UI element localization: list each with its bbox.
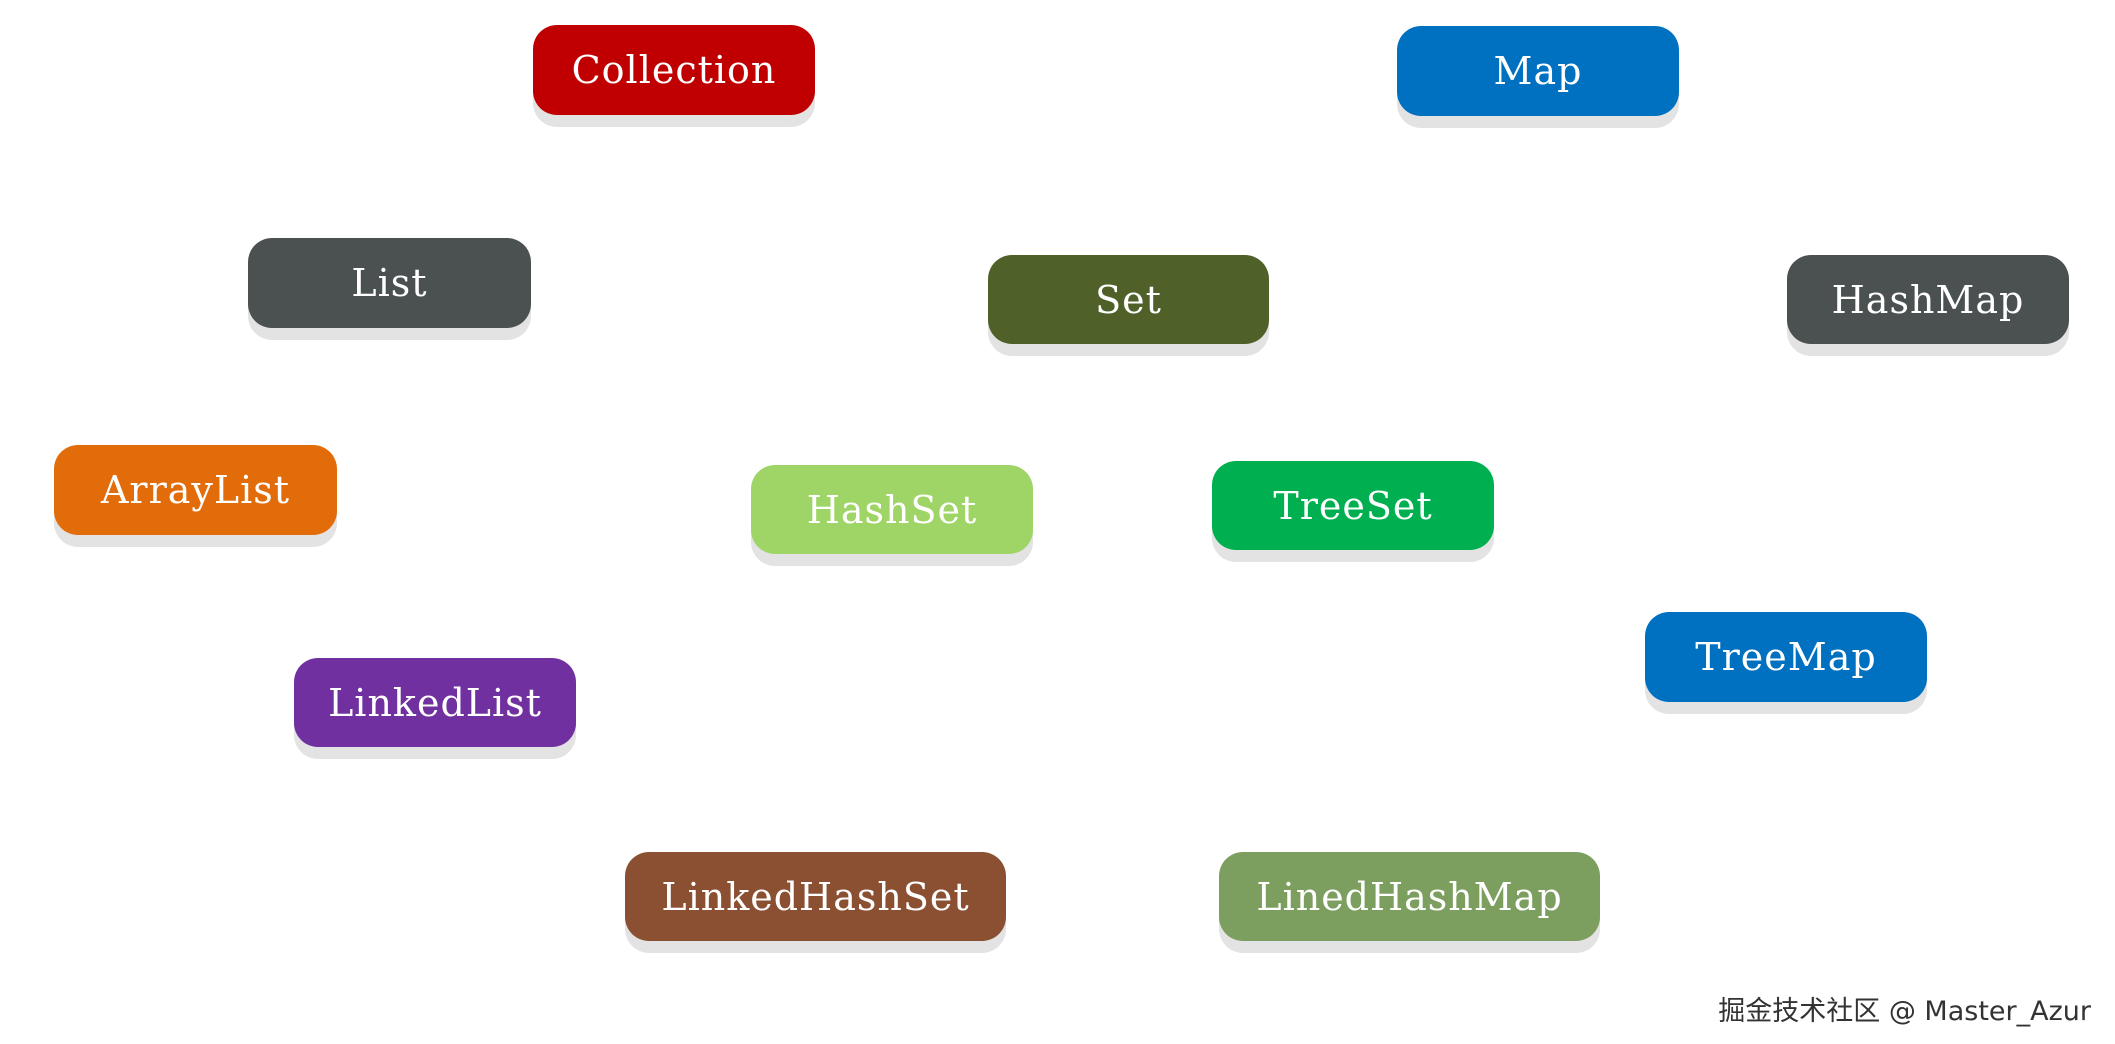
- node-hashset: HashSet: [751, 465, 1033, 554]
- node-set: Set: [988, 255, 1269, 344]
- node-linkedlist: LinkedList: [294, 658, 576, 747]
- node-linedhashmap-label: LinedHashMap: [1256, 874, 1563, 919]
- node-treemap: TreeMap: [1645, 612, 1927, 702]
- node-treeset-label: TreeSet: [1273, 483, 1433, 528]
- node-treeset: TreeSet: [1212, 461, 1494, 550]
- node-map-label: Map: [1493, 49, 1583, 93]
- node-arraylist: ArrayList: [54, 445, 337, 535]
- node-map: Map: [1397, 26, 1679, 116]
- node-hashmap: HashMap: [1787, 255, 2069, 344]
- node-collection-label: Collection: [571, 48, 777, 92]
- node-collection: Collection: [533, 25, 815, 115]
- node-linkedlist-label: LinkedList: [328, 680, 542, 725]
- node-linedhashmap: LinedHashMap: [1219, 852, 1600, 941]
- node-linkedhashset: LinkedHashSet: [625, 852, 1006, 941]
- node-treemap-label: TreeMap: [1695, 635, 1877, 679]
- node-linkedhashset-label: LinkedHashSet: [661, 874, 970, 919]
- node-list-label: List: [351, 261, 428, 305]
- node-arraylist-label: ArrayList: [100, 468, 291, 512]
- watermark-text: 掘金技术社区 @ Master_Azur: [1718, 996, 2091, 1027]
- node-hashset-label: HashSet: [806, 487, 978, 532]
- node-set-label: Set: [1095, 277, 1162, 322]
- node-list: List: [248, 238, 531, 328]
- node-hashmap-label: HashMap: [1831, 277, 2025, 322]
